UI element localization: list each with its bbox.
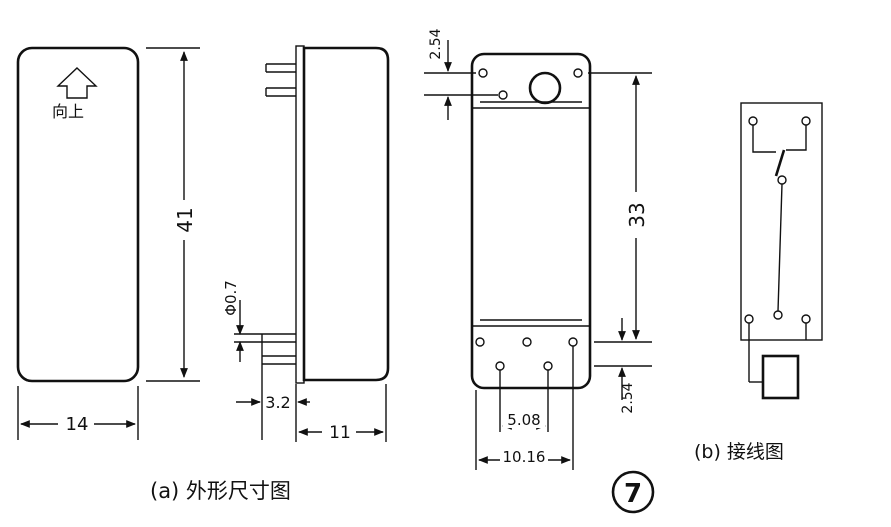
side-body-outline <box>302 46 390 382</box>
pin-view-outer-pitch-label: 10.16 <box>503 448 546 466</box>
wiring-body-outline <box>740 102 823 341</box>
figure-number-circle <box>611 470 655 514</box>
wiring-contact-pivot <box>777 175 787 185</box>
pin-view-top-offset-label: 2.54 <box>428 28 444 59</box>
pin-view-hole-top-mid <box>498 90 508 100</box>
wiring-trace-right <box>786 125 807 151</box>
caption-a: (a) 外形尺寸图 <box>150 479 291 503</box>
wiring-contact-arm <box>774 149 786 177</box>
wiring-trace-left <box>752 125 776 153</box>
pin-view-inner-label-bg <box>503 410 545 428</box>
pin-view-span-label-bg <box>624 192 648 238</box>
front-body-outline <box>16 46 140 383</box>
wiring-diagram <box>740 102 823 400</box>
figure-number-label: 7 <box>624 479 642 509</box>
wiring-common-trace <box>777 183 783 312</box>
up-arrow-label: 向上 <box>52 102 84 121</box>
front-width-label-bg <box>58 410 94 432</box>
wiring-terminal-top-left <box>748 116 758 126</box>
side-depth-label: 11 <box>329 423 351 443</box>
side-depth-label-bg <box>322 418 356 440</box>
front-height-label: 41 <box>173 207 197 232</box>
wiring-terminal-bottom-mid <box>773 310 783 320</box>
wiring-adjust-knob <box>761 354 800 400</box>
front-width-label: 14 <box>66 414 89 435</box>
front-height-label-bg <box>172 200 196 240</box>
pin-view-bottom-offset-label: 2.54 <box>620 382 636 413</box>
pin-view-hole-bottom-1 <box>475 337 485 347</box>
wiring-terminal-bottom-left <box>744 314 754 324</box>
caption-b: (b) 接线图 <box>694 441 784 463</box>
pin-view-hole-top-left <box>478 68 488 78</box>
side-pin-diam-label: Φ0.7 <box>222 280 240 316</box>
pin-view-hole-bottom-2 <box>522 337 532 347</box>
up-arrow-icon <box>56 67 98 99</box>
wiring-terminal-bottom-right <box>801 314 811 324</box>
front-view: 向上 41 14 <box>16 46 200 440</box>
pin-view-adjust-hole <box>528 71 562 105</box>
pin-view-hole-top-right <box>573 68 583 78</box>
side-view: Φ0.7 3.2 11 <box>222 45 390 443</box>
pin-view-hole-bottom-5 <box>543 361 553 371</box>
pin-view-hole-bottom-4 <box>495 361 505 371</box>
pin-view: 2.54 33 2.54 5.08 10.16 <box>424 28 652 470</box>
wiring-terminal-top-right <box>801 116 811 126</box>
pin-view-inner-pitch-label: 5.08 <box>507 411 540 429</box>
figure-number-badge: 7 <box>611 470 655 514</box>
side-pin-len-label: 3.2 <box>265 393 290 412</box>
pin-view-span-label: 33 <box>625 202 649 227</box>
pin-view-hole-bottom-3 <box>568 337 578 347</box>
pin-view-body-outline <box>470 52 592 390</box>
pin-view-outer-label-bg <box>500 446 548 466</box>
